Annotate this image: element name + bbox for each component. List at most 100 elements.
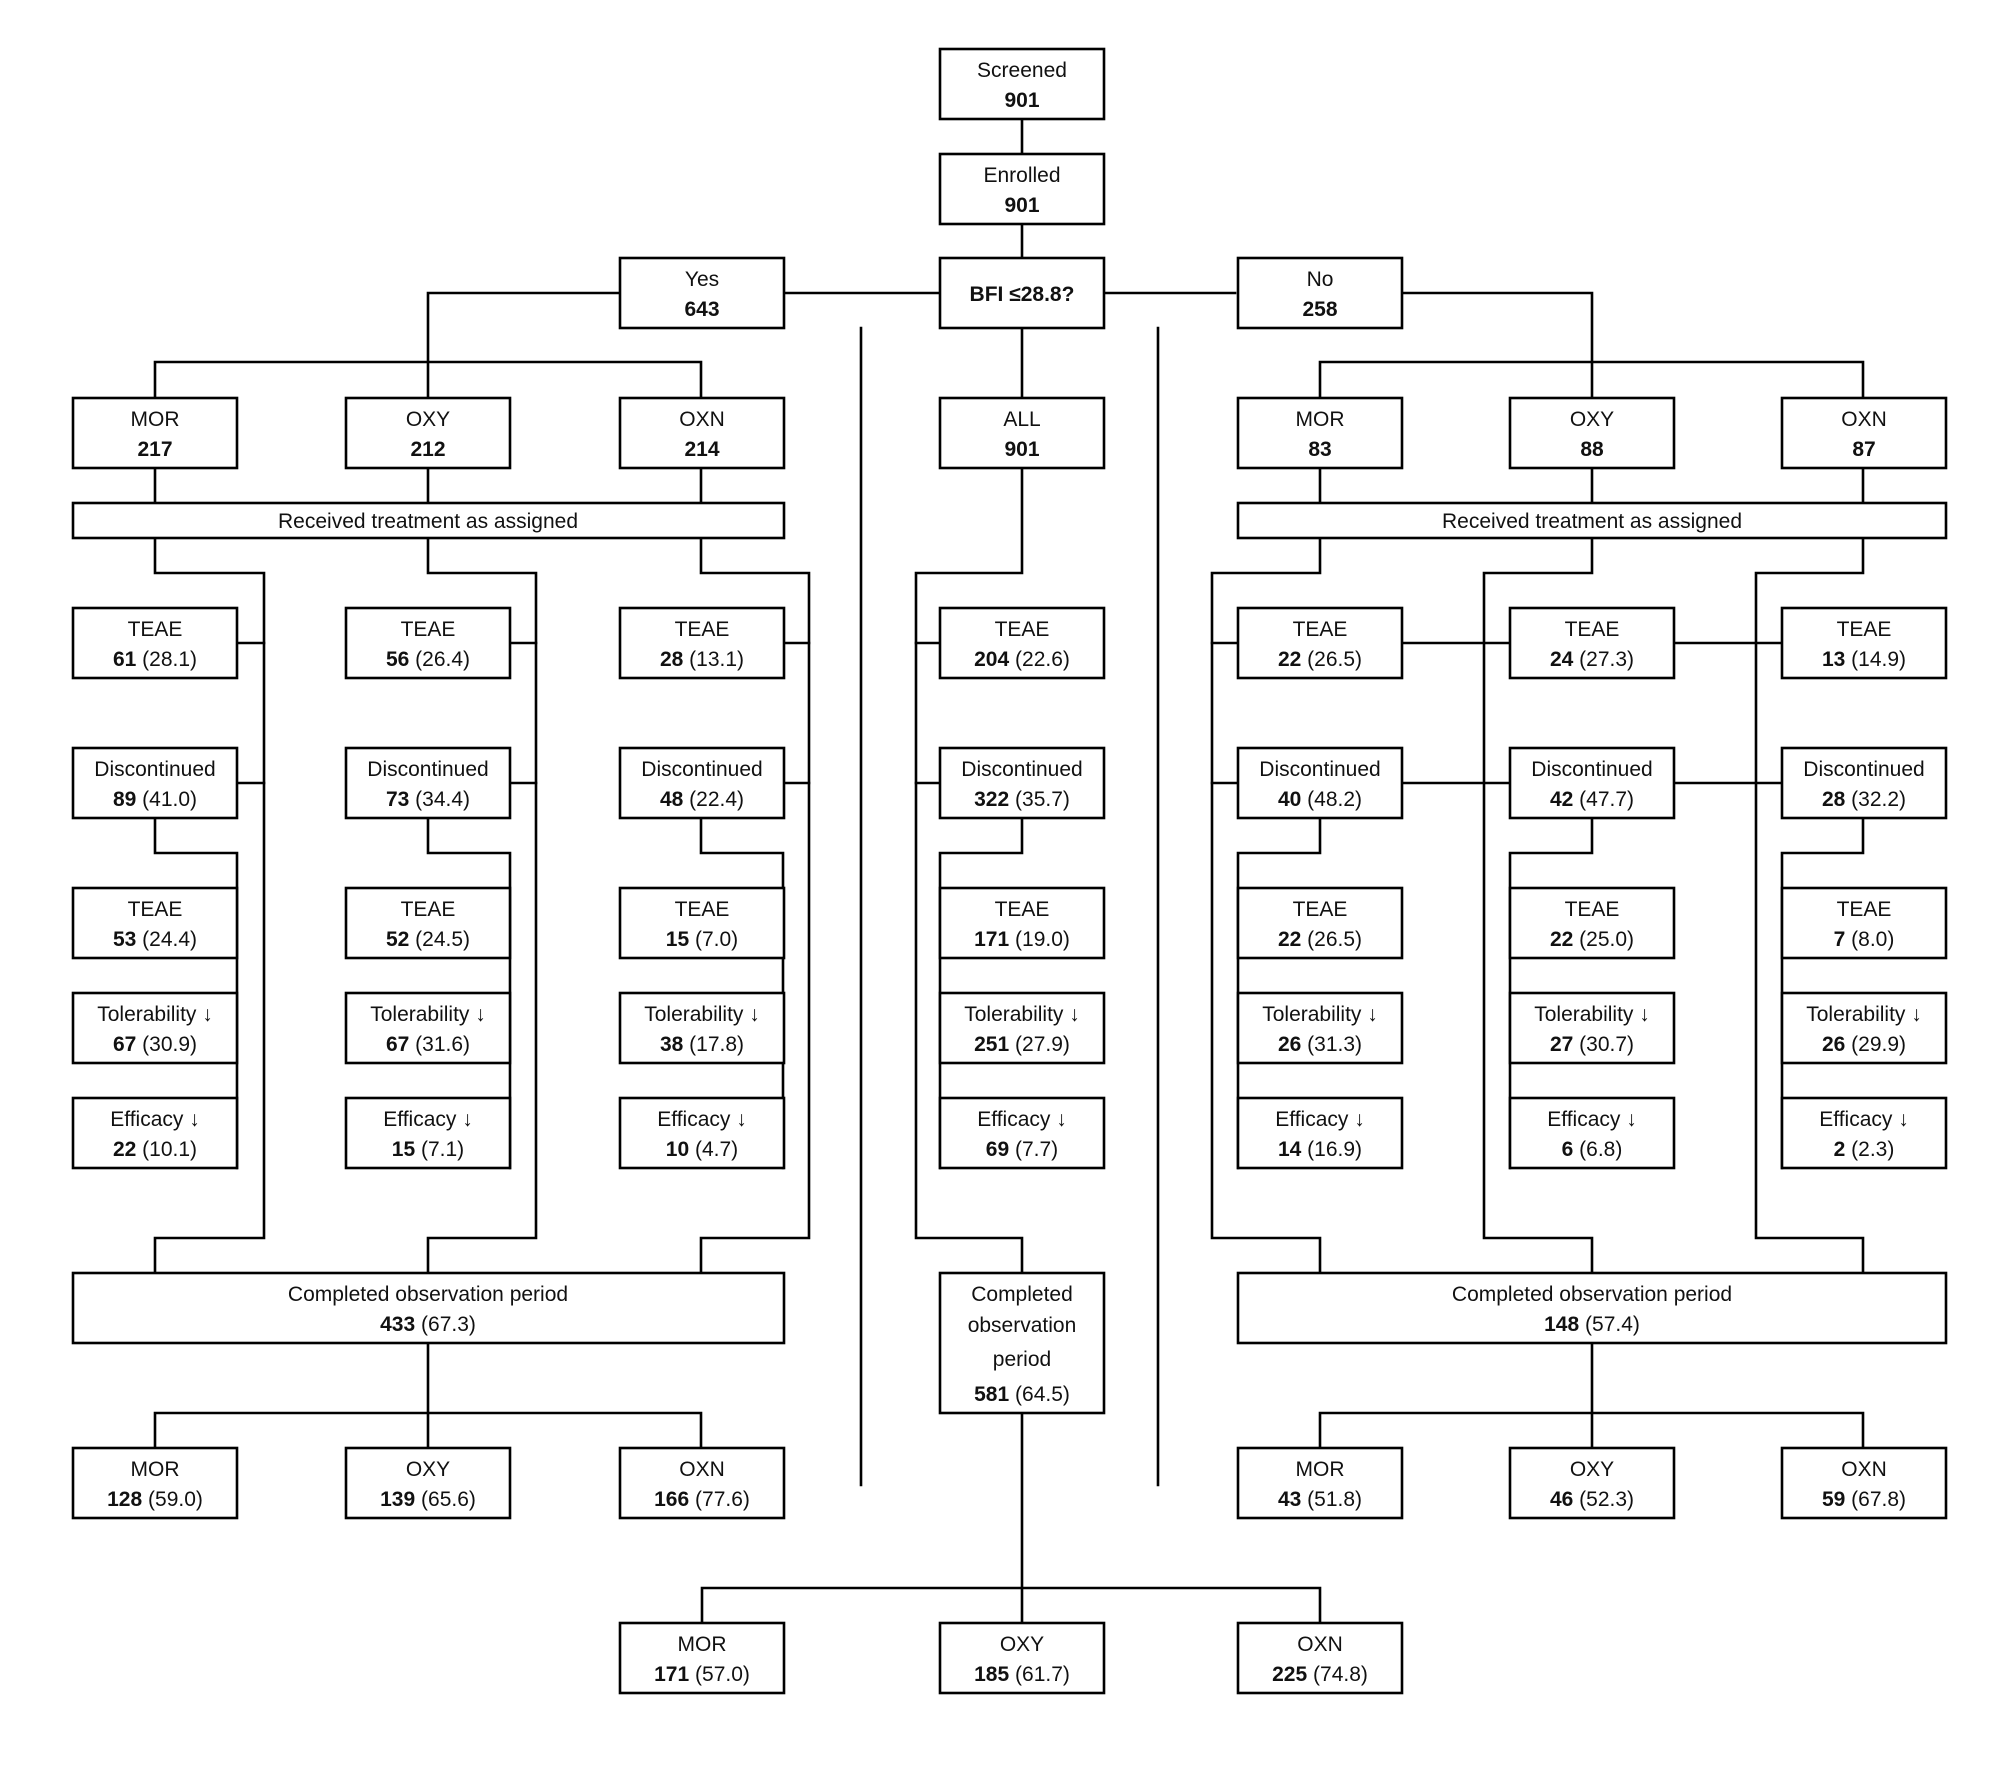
node-count: 901 xyxy=(1004,89,1039,112)
node-percent: (17.8) xyxy=(689,1033,744,1056)
all-final-oxn: OXN 225 (74.8) xyxy=(1236,1621,1404,1695)
svg-text:27 (30.7): 27 (30.7) xyxy=(1550,1033,1634,1056)
no-tolerability-mor: Tolerability ↓ 26 (31.3) xyxy=(1236,991,1404,1065)
svg-text:7 (8.0): 7 (8.0) xyxy=(1834,928,1895,951)
svg-text:61 (28.1): 61 (28.1) xyxy=(113,648,197,671)
no-teae2-mor: TEAE 22 (26.5) xyxy=(1236,886,1404,960)
node-label: Tolerability ↓ xyxy=(1534,1003,1650,1026)
node-label: Tolerability ↓ xyxy=(1806,1003,1922,1026)
no-arm-oxy: OXY 88 xyxy=(1508,396,1676,470)
node-count: 171 xyxy=(974,928,1009,951)
no-teae2-oxn: TEAE 7 (8.0) xyxy=(1780,886,1948,960)
node-label: TEAE xyxy=(401,898,456,921)
svg-text:59 (67.8): 59 (67.8) xyxy=(1822,1488,1906,1511)
all-teae: TEAE 204 (22.6) xyxy=(938,606,1106,680)
node-count: 26 xyxy=(1822,1033,1845,1056)
no-efficacy-oxy: Efficacy ↓ 6 (6.8) xyxy=(1508,1096,1676,1170)
node-label: Screened xyxy=(977,59,1067,82)
no-completed: Completed observation period 148 (57.4) xyxy=(1236,1271,1948,1345)
node-count: 87 xyxy=(1852,438,1875,461)
node-label: Discontinued xyxy=(94,758,215,781)
node-count: 24 xyxy=(1550,648,1574,671)
node-count: 433 xyxy=(380,1313,415,1336)
no-teae-mor: TEAE 22 (26.5) xyxy=(1236,606,1404,680)
node-percent: (35.7) xyxy=(1015,788,1070,811)
node-count: 643 xyxy=(684,298,719,321)
node-label: TEAE xyxy=(995,618,1050,641)
node-count: 185 xyxy=(974,1663,1009,1686)
node-percent: (31.3) xyxy=(1307,1033,1362,1056)
node-count: 139 xyxy=(380,1488,415,1511)
node-count: 214 xyxy=(684,438,719,461)
yes-teae-oxn: TEAE 28 (13.1) xyxy=(618,606,786,680)
node-label: OXN xyxy=(679,408,725,431)
node-percent: (48.2) xyxy=(1307,788,1362,811)
node-count: 73 xyxy=(386,788,409,811)
yes-received-treatment: Received treatment as assigned xyxy=(71,501,786,540)
node-percent: (4.7) xyxy=(695,1138,738,1161)
node-count: 10 xyxy=(666,1138,689,1161)
no-tolerability-oxy: Tolerability ↓ 27 (30.7) xyxy=(1508,991,1676,1065)
node-label: Completed observation period xyxy=(288,1283,568,1306)
svg-text:48 (22.4): 48 (22.4) xyxy=(660,788,744,811)
yes-discontinued-mor: Discontinued 89 (41.0) xyxy=(71,746,239,820)
node-label: Efficacy ↓ xyxy=(383,1108,472,1131)
node-count: 67 xyxy=(113,1033,136,1056)
svg-text:322 (35.7): 322 (35.7) xyxy=(974,788,1070,811)
node-percent: (57.0) xyxy=(695,1663,750,1686)
node-percent: (51.8) xyxy=(1307,1488,1362,1511)
node-percent: (16.9) xyxy=(1307,1138,1362,1161)
svg-text:38 (17.8): 38 (17.8) xyxy=(660,1033,744,1056)
node-percent: (59.0) xyxy=(148,1488,203,1511)
svg-text:67 (31.6): 67 (31.6) xyxy=(386,1033,470,1056)
node-count: 88 xyxy=(1580,438,1604,461)
svg-text:26 (29.9): 26 (29.9) xyxy=(1822,1033,1906,1056)
node-percent: (27.3) xyxy=(1579,648,1634,671)
svg-text:42 (47.7): 42 (47.7) xyxy=(1550,788,1634,811)
svg-text:22 (26.5): 22 (26.5) xyxy=(1278,648,1362,671)
svg-text:46 (52.3): 46 (52.3) xyxy=(1550,1488,1634,1511)
node-label: TEAE xyxy=(1293,898,1348,921)
node-label: OXY xyxy=(1570,408,1614,431)
svg-text:22 (25.0): 22 (25.0) xyxy=(1550,928,1634,951)
node-label: TEAE xyxy=(1837,618,1892,641)
node-count: 27 xyxy=(1550,1033,1573,1056)
node-percent: (30.9) xyxy=(142,1033,197,1056)
node-label: Discontinued xyxy=(1531,758,1652,781)
node-enrolled: Enrolled 901 xyxy=(938,152,1106,226)
all-arm: ALL 901 xyxy=(938,396,1106,470)
node-label: TEAE xyxy=(995,898,1050,921)
node-count: 251 xyxy=(974,1033,1009,1056)
svg-text:40 (48.2): 40 (48.2) xyxy=(1278,788,1362,811)
yes-tolerability-mor: Tolerability ↓ 67 (30.9) xyxy=(71,991,239,1065)
node-count: 26 xyxy=(1278,1033,1301,1056)
svg-text:6 (6.8): 6 (6.8) xyxy=(1562,1138,1623,1161)
node-percent: (34.4) xyxy=(415,788,470,811)
node-percent: (31.6) xyxy=(415,1033,470,1056)
svg-text:139 (65.6): 139 (65.6) xyxy=(380,1488,476,1511)
node-count: 901 xyxy=(1004,438,1039,461)
node-percent: (24.5) xyxy=(415,928,470,951)
yes-efficacy-oxy: Efficacy ↓ 15 (7.1) xyxy=(344,1096,512,1170)
node-label: TEAE xyxy=(1293,618,1348,641)
node-count: 14 xyxy=(1278,1138,1302,1161)
yes-tolerability-oxy: Tolerability ↓ 67 (31.6) xyxy=(344,991,512,1065)
yes-final-oxy: OXY 139 (65.6) xyxy=(344,1446,512,1520)
svg-text:15 (7.0): 15 (7.0) xyxy=(666,928,738,951)
node-count: 166 xyxy=(654,1488,689,1511)
yes-completed: Completed observation period 433 (67.3) xyxy=(71,1271,786,1345)
node-label: Tolerability ↓ xyxy=(1262,1003,1378,1026)
node-count: 89 xyxy=(113,788,136,811)
node-label: Tolerability ↓ xyxy=(644,1003,760,1026)
node-label: Efficacy ↓ xyxy=(1547,1108,1636,1131)
node-count: 61 xyxy=(113,648,137,671)
svg-text:251 (27.9): 251 (27.9) xyxy=(974,1033,1070,1056)
node-count: 48 xyxy=(660,788,684,811)
node-count: 22 xyxy=(1278,648,1301,671)
node-label: TEAE xyxy=(1565,618,1620,641)
node-percent: (29.9) xyxy=(1851,1033,1906,1056)
node-count: 28 xyxy=(660,648,684,671)
yes-teae2-oxn: TEAE 15 (7.0) xyxy=(618,886,786,960)
node-label: Efficacy ↓ xyxy=(977,1108,1066,1131)
node-label: MOR xyxy=(131,408,180,431)
